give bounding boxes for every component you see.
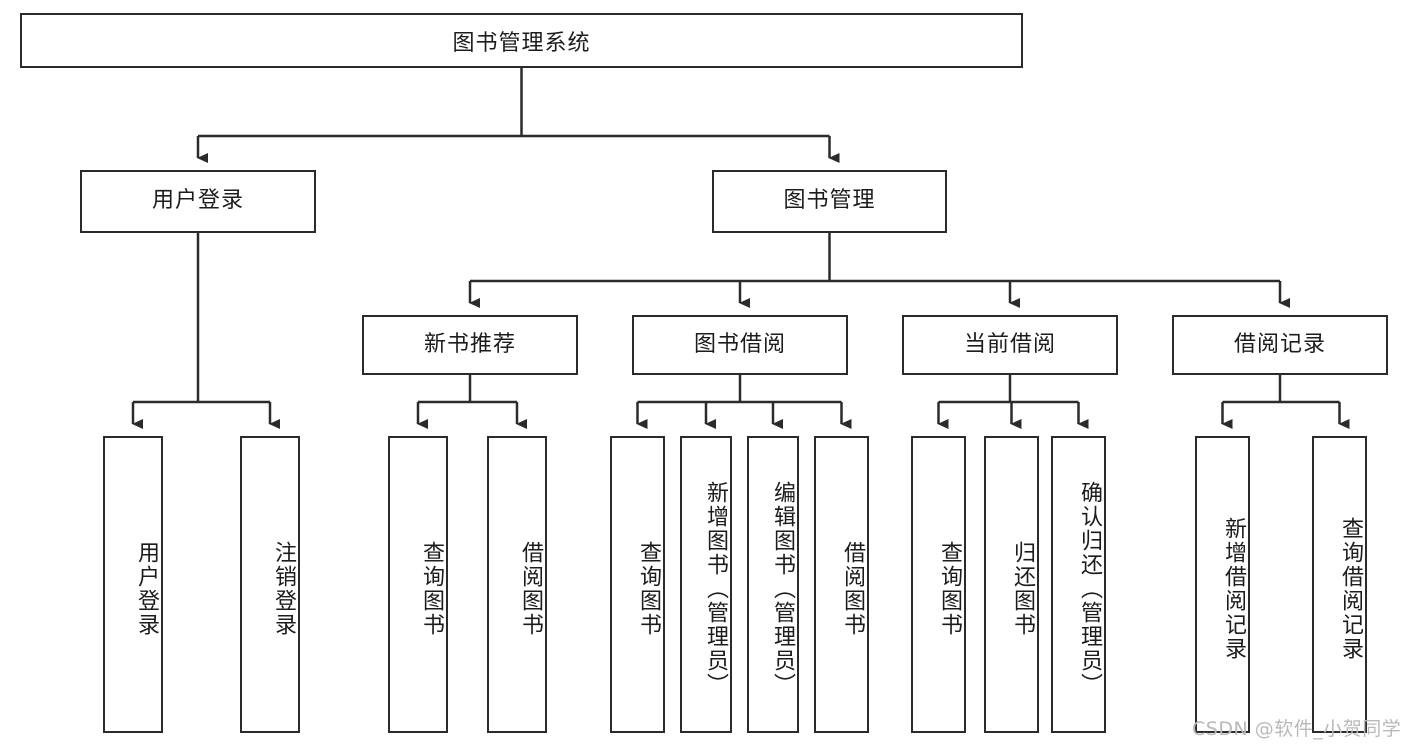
node-leaf-add-borrow-record[interactable]: 新增借阅记录 (1195, 436, 1250, 733)
csdn-watermark: CSDN @软件_小贺同学 (1192, 718, 1402, 740)
node-leaf-rec-query-book[interactable]: 查询图书 (388, 436, 448, 733)
node-leaf-user-login[interactable]: 用户登录 (103, 436, 163, 733)
node-leaf-rec-borrow-book[interactable]: 借阅图书 (487, 436, 547, 733)
node-leaf-confirm-return-admin[interactable]: 确认归还（管理员） (1051, 436, 1106, 733)
node-leaf-borrow-book[interactable]: 借阅图书 (814, 436, 869, 733)
node-book-borrow[interactable]: 图书借阅 (632, 315, 848, 375)
node-borrow-record[interactable]: 借阅记录 (1172, 315, 1388, 375)
node-book-manage[interactable]: 图书管理 (712, 170, 947, 233)
node-current-borrow[interactable]: 当前借阅 (902, 315, 1118, 375)
node-leaf-edit-book-admin[interactable]: 编辑图书（管理员） (747, 436, 799, 733)
node-leaf-add-book-admin[interactable]: 新增图书（管理员） (680, 436, 732, 733)
node-user-login[interactable]: 用户登录 (80, 170, 316, 233)
node-leaf-logout[interactable]: 注销登录 (240, 436, 300, 733)
node-leaf-return-book[interactable]: 归还图书 (984, 436, 1039, 733)
node-new-book-rec[interactable]: 新书推荐 (362, 315, 578, 375)
node-leaf-cur-query-book[interactable]: 查询图书 (911, 436, 966, 733)
node-leaf-query-borrow-record[interactable]: 查询借阅记录 (1312, 436, 1367, 733)
node-root[interactable]: 图书管理系统 (20, 13, 1023, 68)
node-leaf-borrow-query-book[interactable]: 查询图书 (610, 436, 665, 733)
